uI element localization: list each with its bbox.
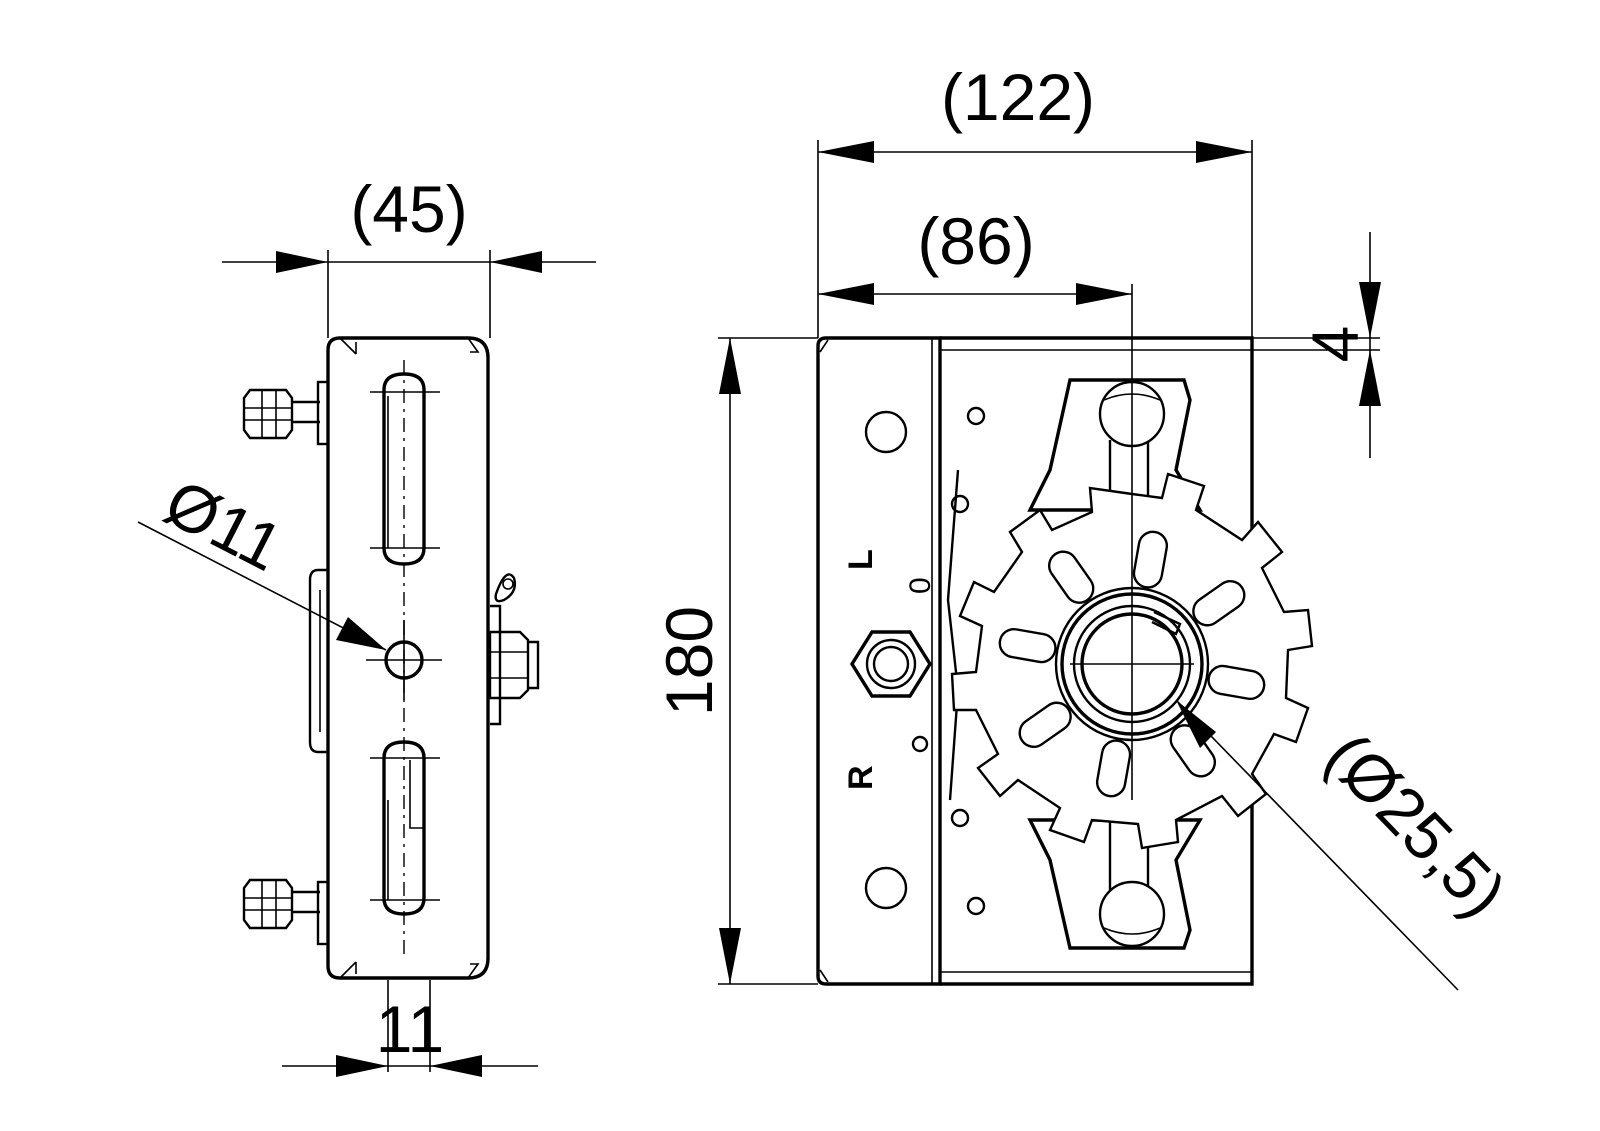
side-mount-plate-top bbox=[316, 380, 330, 446]
side-width-label: (45) bbox=[350, 172, 467, 246]
side-width-dimension: (45) bbox=[222, 172, 596, 338]
direction-right-label: R bbox=[842, 765, 880, 790]
front-trapezoid-bottom bbox=[1027, 818, 1204, 950]
front-plate-left bbox=[816, 336, 942, 986]
slot-offset-label: 11 bbox=[376, 992, 445, 1066]
side-body-outline bbox=[326, 336, 490, 980]
hub-keyway bbox=[1151, 610, 1182, 636]
side-nut-right bbox=[488, 573, 540, 726]
side-boss bbox=[308, 568, 328, 754]
front-bracket-left bbox=[946, 469, 960, 801]
side-slot-bottom bbox=[370, 740, 440, 916]
center-offset-label: (86) bbox=[917, 204, 1034, 278]
bore-diameter-label: (Ø25,5) bbox=[1312, 718, 1521, 930]
height-label: 180 bbox=[652, 606, 726, 716]
side-body-chamfer-bottom bbox=[339, 961, 480, 979]
side-bolt-bottom bbox=[242, 878, 320, 930]
roller-bottom bbox=[1098, 880, 1166, 948]
side-view: Ø11 (45) 11 bbox=[137, 172, 596, 1077]
direction-left-label: L bbox=[842, 549, 880, 570]
side-bolt-top bbox=[242, 388, 320, 440]
overall-width-label: (122) bbox=[941, 60, 1095, 134]
height-dimension: 180 bbox=[652, 337, 818, 985]
rivet-5 bbox=[911, 735, 929, 753]
flange-dimension: 4 bbox=[1252, 232, 1381, 458]
flange-label: 4 bbox=[1298, 326, 1372, 363]
mount-hole-bottom bbox=[864, 866, 908, 910]
front-view: L R 0 bbox=[652, 60, 1521, 991]
mount-hole-top bbox=[864, 410, 908, 454]
overall-width-dimension: (122) bbox=[817, 60, 1253, 338]
slot-offset-dimension: 11 bbox=[282, 980, 538, 1077]
side-slot-top bbox=[370, 372, 440, 566]
hole-diameter-leader: Ø11 bbox=[137, 465, 387, 651]
side-body-chamfer-top bbox=[339, 337, 480, 355]
front-plate-chamfers bbox=[819, 339, 829, 983]
front-hex-nut bbox=[849, 630, 933, 698]
rivet-1 bbox=[966, 406, 986, 426]
center-offset-dimension: (86) bbox=[818, 204, 1132, 305]
direction-marker: 0 bbox=[904, 577, 937, 594]
rivet-4 bbox=[966, 896, 986, 916]
rivet-3 bbox=[950, 808, 970, 828]
rivet-2 bbox=[950, 494, 970, 514]
